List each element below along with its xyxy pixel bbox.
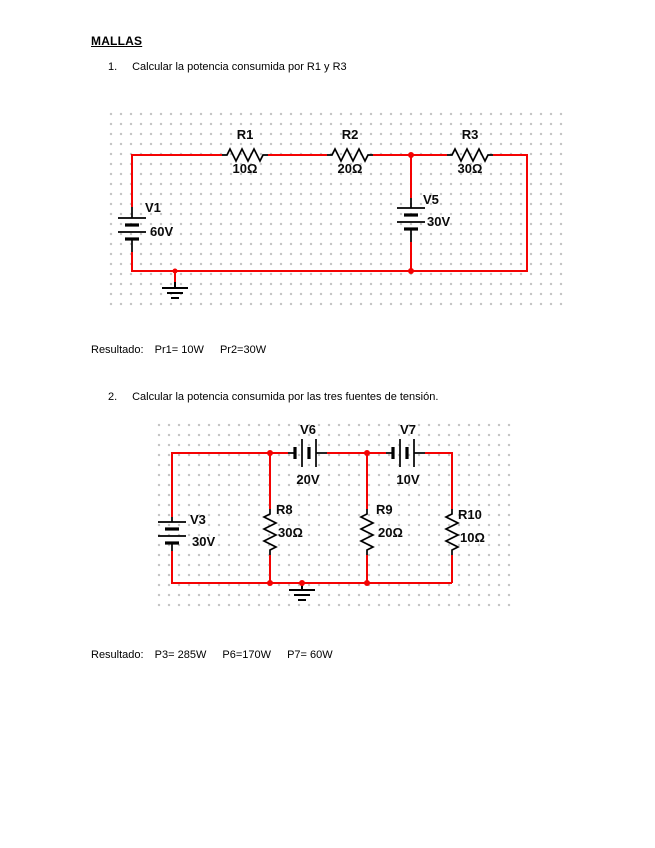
exercise-2-result: Resultado: P3= 285W P6=170W P7= 60W bbox=[91, 649, 346, 661]
exercise-2-prompt: 2. Calcular la potencia consumida por la… bbox=[108, 391, 438, 403]
junction-dot bbox=[364, 580, 370, 586]
resistor-R9-symbol bbox=[359, 509, 375, 555]
wire-top-left bbox=[171, 452, 288, 517]
circuit-1-schematic bbox=[118, 147, 528, 299]
result-value: Pr1= 10W bbox=[154, 344, 204, 356]
component-designator-V6: V6 bbox=[300, 422, 316, 437]
component-designator-R9: R9 bbox=[376, 502, 393, 517]
wire-top-right bbox=[425, 452, 453, 509]
exercise-2-text: Calcular la potencia consumida por las t… bbox=[132, 391, 439, 403]
result-label: Resultado: bbox=[91, 344, 144, 356]
junction-dot bbox=[299, 580, 305, 586]
component-value-V1: 60V bbox=[150, 224, 174, 239]
page-title: MALLAS bbox=[91, 34, 143, 48]
battery-V1-symbol bbox=[118, 207, 146, 252]
component-designator-R10: R10 bbox=[458, 507, 482, 522]
junction-dot bbox=[364, 450, 370, 456]
result-value: Pr2=30W bbox=[219, 344, 267, 356]
component-value-V7: 10V bbox=[396, 472, 420, 487]
component-designator-V1: V1 bbox=[145, 200, 161, 215]
component-designator-V5: V5 bbox=[423, 192, 439, 207]
resistor-R8-symbol bbox=[262, 509, 278, 555]
exercise-1-result: Resultado: Pr1= 10W Pr2=30W bbox=[91, 344, 279, 356]
junction-dot bbox=[267, 450, 273, 456]
exercise-1-number: 1. bbox=[108, 61, 118, 73]
component-value-R10: 10Ω bbox=[460, 530, 485, 545]
ground-icon bbox=[162, 282, 188, 299]
junction-dot bbox=[408, 268, 414, 274]
junction-dot bbox=[408, 152, 414, 158]
battery-V7-symbol bbox=[386, 439, 425, 467]
component-designator-R2: R2 bbox=[341, 127, 359, 142]
resistor-R10-symbol bbox=[444, 509, 460, 555]
component-value-R1: 10Ω bbox=[232, 161, 258, 176]
component-value-R2: 20Ω bbox=[337, 161, 363, 176]
exercise-1-prompt: 1. Calcular la potencia consumida por R1… bbox=[108, 61, 347, 73]
junction-dot bbox=[172, 268, 178, 274]
result-value: P7= 60W bbox=[287, 649, 333, 661]
junction-dots bbox=[267, 450, 370, 586]
schematic-dot-grid bbox=[152, 418, 516, 608]
component-designator-V3: V3 bbox=[190, 512, 206, 527]
component-designator-R8: R8 bbox=[276, 502, 293, 517]
circuit-2-diagram: V6 20V V7 10V V3 30V R8 30Ω R9 20Ω R10 1… bbox=[152, 418, 516, 608]
component-designator-V7: V7 bbox=[400, 422, 416, 437]
junction-dot bbox=[267, 580, 273, 586]
battery-V3-symbol bbox=[158, 517, 186, 551]
wires bbox=[171, 452, 453, 584]
component-value-R9: 20Ω bbox=[378, 525, 403, 540]
result-value: P6=170W bbox=[222, 649, 272, 661]
component-value-R8: 30Ω bbox=[278, 525, 303, 540]
component-value-V5: 30V bbox=[427, 214, 451, 229]
wire-right-bottom bbox=[131, 154, 528, 272]
component-value-V3: 30V bbox=[192, 534, 216, 549]
component-value-R3: 30Ω bbox=[457, 161, 483, 176]
exercise-1-text: Calcular la potencia consumida por R1 y … bbox=[132, 61, 347, 73]
component-value-V6: 20V bbox=[296, 472, 320, 487]
circuit-1-diagram: V1 60V R1 10Ω R2 20Ω R3 30Ω V5 30V bbox=[104, 107, 566, 310]
resistor-R3-symbol bbox=[447, 147, 493, 163]
circuit-2-schematic bbox=[158, 439, 460, 601]
battery-V5-symbol bbox=[397, 198, 425, 242]
battery-V6-symbol bbox=[288, 439, 327, 467]
schematic-dot-grid bbox=[104, 107, 566, 310]
component-designator-R1: R1 bbox=[236, 127, 254, 142]
resistor-R2-symbol bbox=[327, 147, 373, 163]
resistor-R1-symbol bbox=[222, 147, 268, 163]
component-designator-R3: R3 bbox=[461, 127, 479, 142]
result-value: P3= 285W bbox=[154, 649, 207, 661]
wire-bottom bbox=[171, 551, 452, 584]
result-label: Resultado: bbox=[91, 649, 144, 661]
junction-dots bbox=[172, 152, 414, 274]
wire-top-left bbox=[131, 154, 222, 207]
exercise-2-number: 2. bbox=[108, 391, 118, 403]
